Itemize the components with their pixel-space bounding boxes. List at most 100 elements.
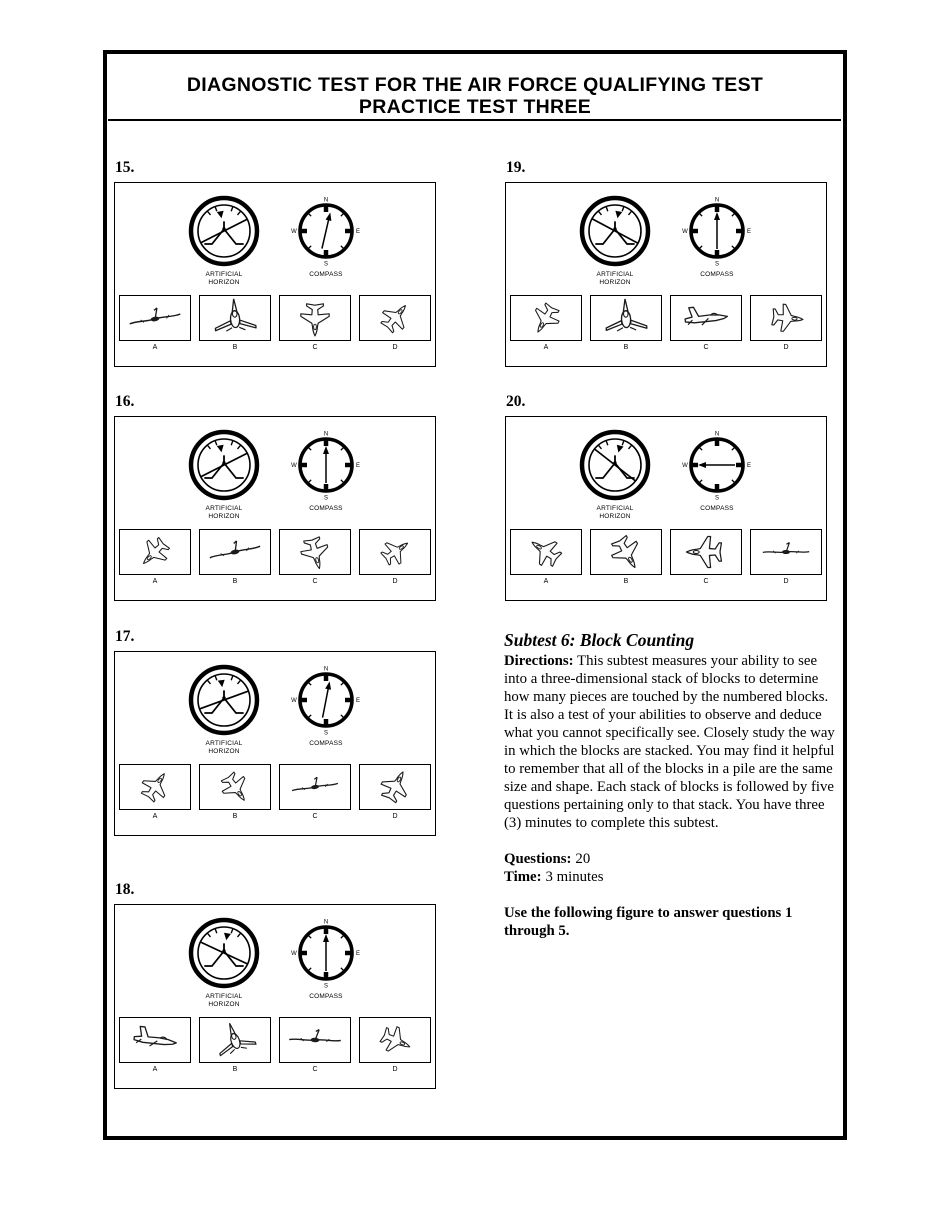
bank-pointer-icon	[616, 444, 624, 453]
horizon-outer-ring	[579, 195, 651, 267]
compass-letter-s: S	[324, 496, 328, 502]
instrument-panel: ARTIFICIAL HORIZON	[506, 426, 826, 521]
compass-gauge: N E S W	[291, 198, 360, 268]
answer-options	[115, 764, 435, 810]
horizon-line	[199, 690, 249, 710]
artificial-horizon-label: ARTIFICIAL HORIZON	[205, 740, 243, 755]
compass-letter-w: W	[291, 698, 297, 704]
option-label-c: C	[312, 1066, 318, 1073]
option-label-a: A	[543, 344, 549, 351]
compass-needle	[714, 212, 720, 249]
compass-letter-w: W	[682, 463, 688, 469]
aircraft-orientation	[136, 766, 176, 806]
compass: N E S W COMPASS	[667, 426, 767, 521]
option-image-b	[199, 764, 271, 810]
answer-options	[115, 295, 435, 341]
option-image-c	[670, 295, 742, 341]
compass-label: COMPASS	[700, 271, 734, 278]
question-block: 18.	[114, 881, 436, 1089]
option-image-a	[119, 529, 191, 575]
aircraft-sketch	[206, 535, 262, 561]
compass-gauge: N E S W	[682, 198, 751, 268]
option-image-b	[199, 529, 271, 575]
compass-gauge: N E S W	[682, 432, 751, 502]
compass-letter-e: E	[356, 229, 360, 235]
compass-letter-n: N	[715, 198, 719, 204]
option-image-a	[510, 295, 582, 341]
option-label-b: B	[232, 344, 238, 351]
aircraft-sketch	[136, 766, 176, 806]
compass: N E S W COMPASS	[276, 426, 376, 521]
option-image-c	[279, 295, 351, 341]
aircraft-sketch	[526, 299, 565, 339]
aircraft-orientation	[523, 531, 566, 572]
option-label-c: C	[312, 578, 318, 585]
compass-letter-n: N	[324, 198, 328, 204]
aircraft-orientation	[377, 1022, 416, 1060]
question-block: 17.	[114, 628, 436, 836]
instrument-panel: ARTIFICIAL HORIZON	[115, 426, 435, 521]
aircraft-sketch	[127, 303, 182, 327]
compass-letter-n: N	[324, 432, 328, 438]
compass-letter-e: E	[356, 698, 360, 704]
aircraft-orientation	[683, 303, 729, 328]
artificial-horizon: ARTIFICIAL HORIZON	[174, 661, 274, 756]
compass-gauge: N E S W	[291, 667, 360, 737]
option-label-b: B	[623, 578, 629, 585]
horizon-outer-ring	[188, 195, 260, 267]
option-label-a: A	[152, 344, 158, 351]
subtest-heading: Subtest 6: Block Counting	[504, 630, 695, 650]
option-label-a: A	[152, 578, 158, 585]
aircraft-sketch	[604, 297, 648, 333]
option-label-b: B	[232, 813, 238, 820]
option-label-c: C	[312, 813, 318, 820]
aircraft-sketch	[770, 302, 805, 334]
compass-letter-n: N	[715, 432, 719, 438]
question-figure-box: ARTIFICIAL HORIZON	[505, 182, 827, 367]
horizon-inner-dial	[197, 438, 251, 492]
aircraft-orientation	[300, 303, 330, 337]
aircraft-orientation	[290, 773, 339, 793]
horizon-outer-ring	[188, 429, 260, 501]
horizon-inner-dial	[197, 204, 251, 258]
bank-pointer-icon	[615, 210, 623, 219]
aircraft-sketch	[300, 303, 330, 337]
aircraft-icon	[376, 297, 416, 337]
compass-cardinal-ticks	[300, 205, 352, 257]
title-divider-rule	[108, 119, 841, 121]
artificial-horizon-gauge	[188, 664, 260, 736]
aircraft-orientation	[606, 532, 648, 573]
aircraft-orientation	[132, 1025, 179, 1050]
aircraft-icon	[377, 1022, 416, 1060]
answer-options	[115, 529, 435, 575]
compass-diagonal-ticks	[307, 446, 345, 484]
horizon-bank-ticks	[597, 206, 633, 216]
option-label-a: A	[152, 813, 158, 820]
question-number: 15.	[115, 159, 135, 176]
compass-gauge: N E S W	[291, 432, 360, 502]
aircraft-icon	[376, 766, 416, 806]
aircraft-orientation	[297, 534, 334, 573]
aircraft-icon	[206, 535, 262, 561]
artificial-horizon: ARTIFICIAL HORIZON	[565, 426, 665, 521]
aircraft-icon	[127, 303, 182, 327]
horizon-inner-dial	[197, 926, 251, 980]
option-label-b: B	[232, 578, 238, 585]
page-title-line1: DIAGNOSTIC TEST FOR THE AIR FORCE QUALIF…	[186, 74, 764, 96]
option-image-d	[359, 529, 431, 575]
option-label-d: D	[392, 578, 398, 585]
compass-letter-w: W	[682, 229, 688, 235]
figure-note: Use the following figure to answer quest…	[504, 905, 793, 939]
aircraft-sketch	[132, 1025, 179, 1050]
option-image-a	[119, 1017, 191, 1063]
aircraft-icon	[136, 766, 176, 806]
option-labels-row: A B C D	[115, 344, 435, 351]
artificial-horizon-gauge	[579, 195, 651, 267]
aircraft-orientation	[762, 541, 810, 555]
aircraft-sketch	[376, 297, 416, 337]
questions-count-value: 20	[575, 851, 591, 867]
option-image-c	[279, 529, 351, 575]
horizon-bank-ticks	[206, 440, 242, 450]
artificial-horizon-label: ARTIFICIAL HORIZON	[596, 505, 634, 520]
